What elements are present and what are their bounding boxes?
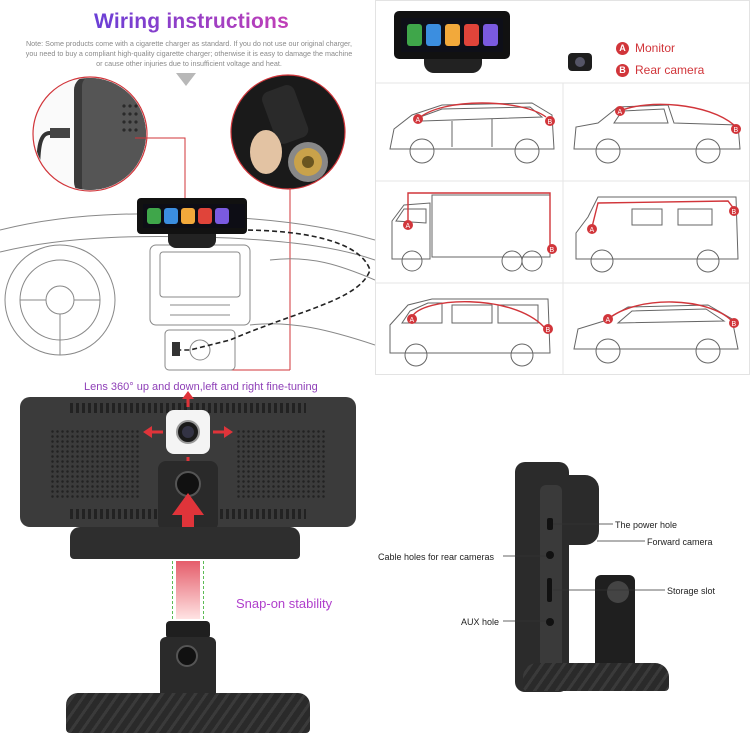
- port-leader-lines: [503, 523, 665, 622]
- marker-a: A: [410, 317, 415, 324]
- wiring-note: Note: Some products come with a cigarett…: [25, 39, 353, 68]
- aux-port: [546, 618, 554, 626]
- wiring-title: Wiring instructions: [94, 10, 289, 33]
- carplay-icon: [483, 24, 498, 46]
- legend-label-rear-camera: Rear camera: [635, 63, 705, 77]
- phone-icon: [407, 24, 422, 46]
- vehicle-grid: [376, 82, 750, 376]
- label-storage-slot: Storage slot: [667, 586, 716, 596]
- vent-strip-top: [70, 403, 306, 413]
- marker-a: A: [416, 117, 421, 124]
- play-icon: [198, 208, 212, 224]
- detached-mount-top: [166, 621, 210, 639]
- forward-camera-lens: [166, 410, 210, 454]
- down-arrow-icon: [176, 73, 196, 86]
- maps-icon: [164, 208, 178, 224]
- monitor-product: [394, 11, 510, 59]
- marker-a: A: [406, 223, 411, 230]
- lens-panel: Lens 360° up and down,left and right fin…: [0, 375, 375, 750]
- marker-b: B: [732, 209, 737, 216]
- marker-b: B: [546, 327, 551, 334]
- detached-mount-base: [66, 693, 310, 733]
- speaker-grille-right: [236, 429, 326, 499]
- music-icon: [445, 24, 460, 46]
- speaker-grille-left: [50, 429, 140, 499]
- ports-panel: The power hole Forward camera Cable hole…: [375, 375, 750, 750]
- carplay-icon: [215, 208, 229, 224]
- guide-line-right: [203, 561, 204, 619]
- snap-caption: Snap-on stability: [236, 596, 333, 611]
- vehicle-motorhome: A B: [575, 196, 739, 273]
- rear-camera-port: [546, 551, 554, 559]
- detached-mount-ball: [176, 645, 198, 667]
- label-aux-hole: AUX hole: [461, 617, 500, 627]
- vehicle-minivan: A B: [389, 102, 555, 164]
- label-forward-camera: Forward camera: [647, 537, 713, 547]
- maps-icon: [426, 24, 441, 46]
- guide-line-left: [172, 561, 173, 619]
- legend-item-rear-camera: B Rear camera: [616, 63, 704, 77]
- badge-b: B: [616, 63, 629, 77]
- marker-a: A: [618, 109, 623, 116]
- rear-camera: [568, 53, 592, 71]
- power-port: [547, 518, 553, 530]
- label-cable-holes: Cable holes for rear cameras: [378, 552, 495, 562]
- vehicle-suv: A B: [573, 301, 739, 364]
- marker-a: A: [590, 227, 595, 234]
- monitor-side-bump: [565, 475, 599, 545]
- phone-icon: [147, 208, 161, 224]
- snap-arrow-icon: [172, 493, 204, 545]
- music-icon: [181, 208, 195, 224]
- badge-a: A: [616, 41, 629, 55]
- label-power-hole: The power hole: [615, 520, 678, 530]
- marker-b: B: [548, 119, 553, 126]
- marker-b: B: [550, 247, 555, 254]
- monitor-on-dash: [137, 198, 247, 234]
- wiring-panel: Wiring instructions Note: Some products …: [0, 0, 375, 375]
- vehicle-cargo-van: A B: [389, 298, 553, 367]
- monitor-port-closeup: [32, 76, 148, 192]
- stand-knob: [607, 581, 629, 603]
- vehicle-box-truck: A B: [391, 192, 557, 272]
- snap-beam: [176, 561, 200, 619]
- marker-b: B: [734, 127, 739, 134]
- vehicle-pickup: A B: [573, 103, 741, 164]
- lens-caption: Lens 360° up and down,left and right fin…: [84, 381, 318, 393]
- cigarette-plug-closeup: [230, 74, 346, 190]
- monitor-product-stand: [424, 59, 482, 73]
- vehicles-panel: A Monitor B Rear camera A B: [375, 0, 750, 376]
- legend-label-monitor: Monitor: [635, 41, 676, 55]
- marker-b: B: [732, 321, 737, 328]
- monitor-stand: [168, 234, 216, 248]
- stand-base: [523, 663, 669, 691]
- play-icon: [464, 24, 479, 46]
- mount-base-top: [70, 527, 300, 559]
- storage-slot: [547, 578, 552, 602]
- marker-a: A: [606, 317, 611, 324]
- legend-item-monitor: A Monitor: [616, 41, 675, 55]
- mount-ball: [175, 471, 201, 497]
